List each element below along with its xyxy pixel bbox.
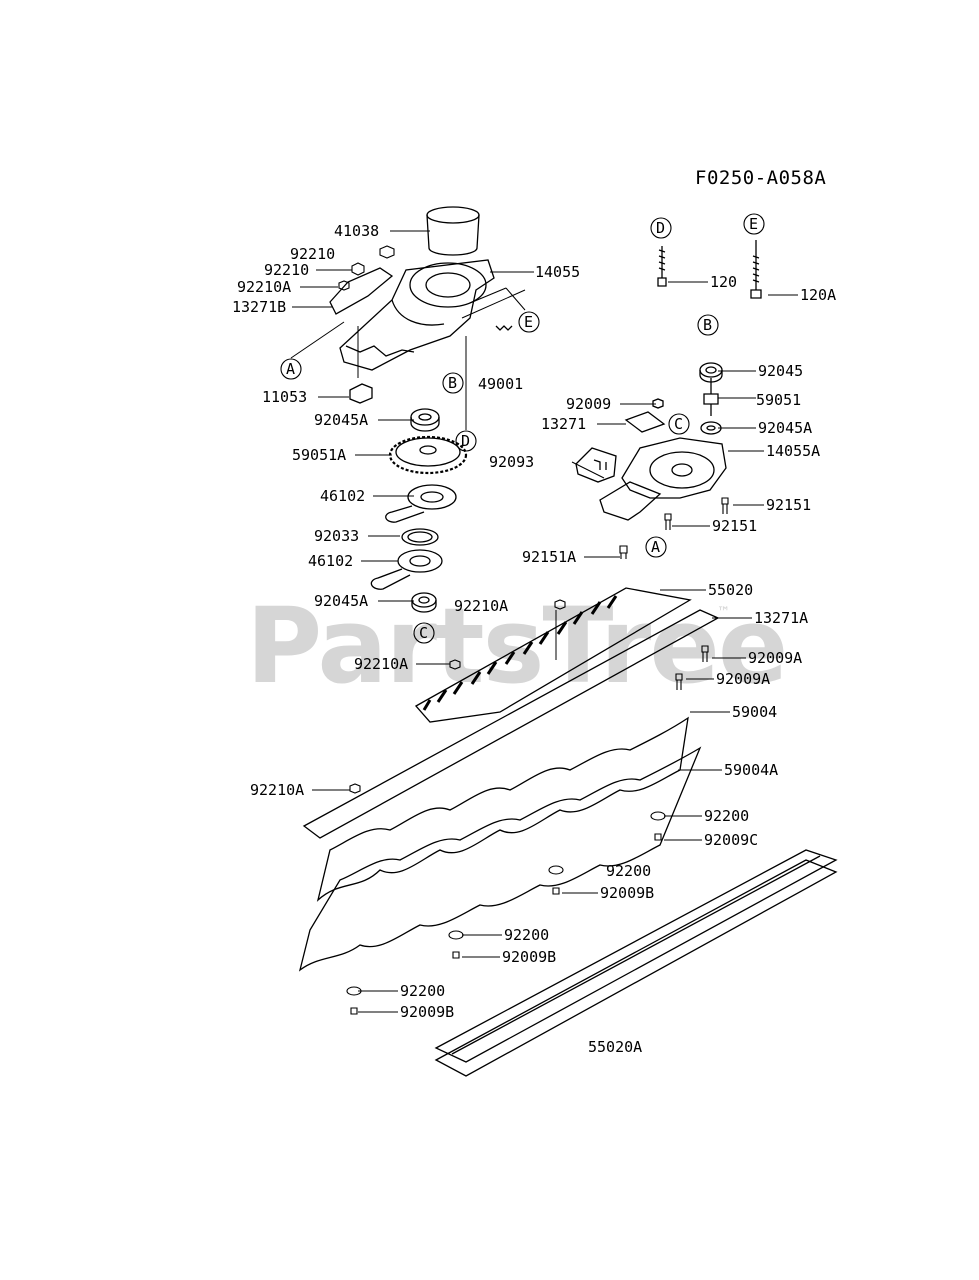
screws-92151 [619, 497, 729, 559]
label-41038: 41038 [334, 222, 380, 240]
callout-circles [280, 213, 765, 644]
bolt-120A [750, 240, 762, 299]
label-92151-b: 92151 [712, 517, 758, 535]
callout-b-left: B [448, 374, 458, 392]
label-92151-a: 92151 [766, 496, 812, 514]
label-92210-a: 92210 [290, 245, 336, 263]
label-92009B-c: 92009B [400, 1003, 455, 1021]
label-59004: 59004 [732, 703, 778, 721]
label-92009B-b: 92009B [502, 948, 557, 966]
gear-case-14055 [339, 259, 495, 371]
label-59051A: 59051A [292, 446, 347, 464]
watermark-trademark: ™ [717, 605, 730, 620]
label-92210A-mid: 92210A [454, 597, 509, 615]
upper-blade-55020 [414, 587, 692, 723]
plate-13271B [329, 267, 394, 315]
label-13271A: 13271A [754, 609, 809, 627]
label-92009: 92009 [566, 395, 612, 413]
label-55020A: 55020A [588, 1038, 643, 1056]
callout-c-left: C [419, 624, 429, 642]
callout-b-right: B [703, 316, 713, 334]
label-92200-a: 92200 [704, 807, 750, 825]
label-49001: 49001 [478, 375, 524, 393]
label-92009A-b: 92009A [716, 670, 771, 688]
gear-59051A [388, 435, 468, 475]
label-92210A-left: 92210A [250, 781, 305, 799]
bearing-92045A-left [410, 408, 440, 432]
bearing-92045A-low [411, 592, 437, 613]
cap-41038 [426, 206, 480, 256]
label-11053: 11053 [262, 388, 308, 406]
plate-13271A [302, 609, 720, 839]
label-92200-d: 92200 [400, 982, 446, 1000]
crank-46102-a [385, 484, 457, 523]
callout-e-left: E [524, 313, 534, 331]
crank-46102-b [370, 549, 443, 590]
label-92200-c: 92200 [504, 926, 550, 944]
gear-case-14055A [621, 437, 727, 499]
nut-92009 [652, 398, 664, 409]
callout-c-right: C [674, 415, 684, 433]
label-92045A-right: 92045A [758, 419, 813, 437]
label-92210A-top: 92210A [237, 278, 292, 296]
blade-59004A [298, 746, 702, 972]
gear-59051 [703, 378, 719, 416]
callout-d-left: D [461, 432, 471, 450]
bearing-92045A-right [700, 421, 722, 435]
fasteners-blade [346, 599, 709, 1015]
label-46102-a: 46102 [320, 487, 366, 505]
label-92093: 92093 [489, 453, 535, 471]
label-14055A: 14055A [766, 442, 821, 460]
spring-49001 [495, 325, 513, 331]
bolt-120 [657, 246, 667, 287]
callout-e-right: E [749, 215, 759, 233]
callout-a-right: A [651, 538, 661, 556]
diagram-code: F0250-A058A [695, 167, 827, 189]
label-92210A-blade: 92210A [354, 655, 409, 673]
label-92151A: 92151A [522, 548, 577, 566]
plate-13271 [624, 411, 666, 433]
block-11053 [349, 383, 373, 404]
label-59004A: 59004A [724, 761, 779, 779]
label-92045A-left: 92045A [314, 411, 369, 429]
callout-d-right: D [656, 219, 666, 237]
label-92045: 92045 [758, 362, 804, 380]
label-13271: 13271 [541, 415, 587, 433]
label-13271B: 13271B [232, 298, 287, 316]
label-92033: 92033 [314, 527, 360, 545]
label-120: 120 [710, 273, 738, 291]
block-92093 [575, 447, 617, 483]
label-92009C: 92009C [704, 831, 759, 849]
label-92009B-a: 92009B [600, 884, 655, 902]
watermark: PartsTree [246, 585, 788, 707]
label-120A: 120A [800, 286, 837, 304]
label-59051: 59051 [756, 391, 802, 409]
label-92210-b: 92210 [264, 261, 310, 279]
label-55020: 55020 [708, 581, 754, 599]
blade-59004 [316, 716, 689, 902]
callout-a-left: A [286, 360, 296, 378]
ring-92033 [401, 528, 439, 546]
bracket [599, 481, 662, 521]
label-46102-b: 46102 [308, 552, 354, 570]
label-92200-b: 92200 [606, 862, 652, 880]
label-14055: 14055 [535, 263, 581, 281]
lower-guide-55020A [434, 849, 838, 1077]
label-92045A-low: 92045A [314, 592, 369, 610]
label-92009A-a: 92009A [748, 649, 803, 667]
nuts-top [338, 245, 395, 291]
